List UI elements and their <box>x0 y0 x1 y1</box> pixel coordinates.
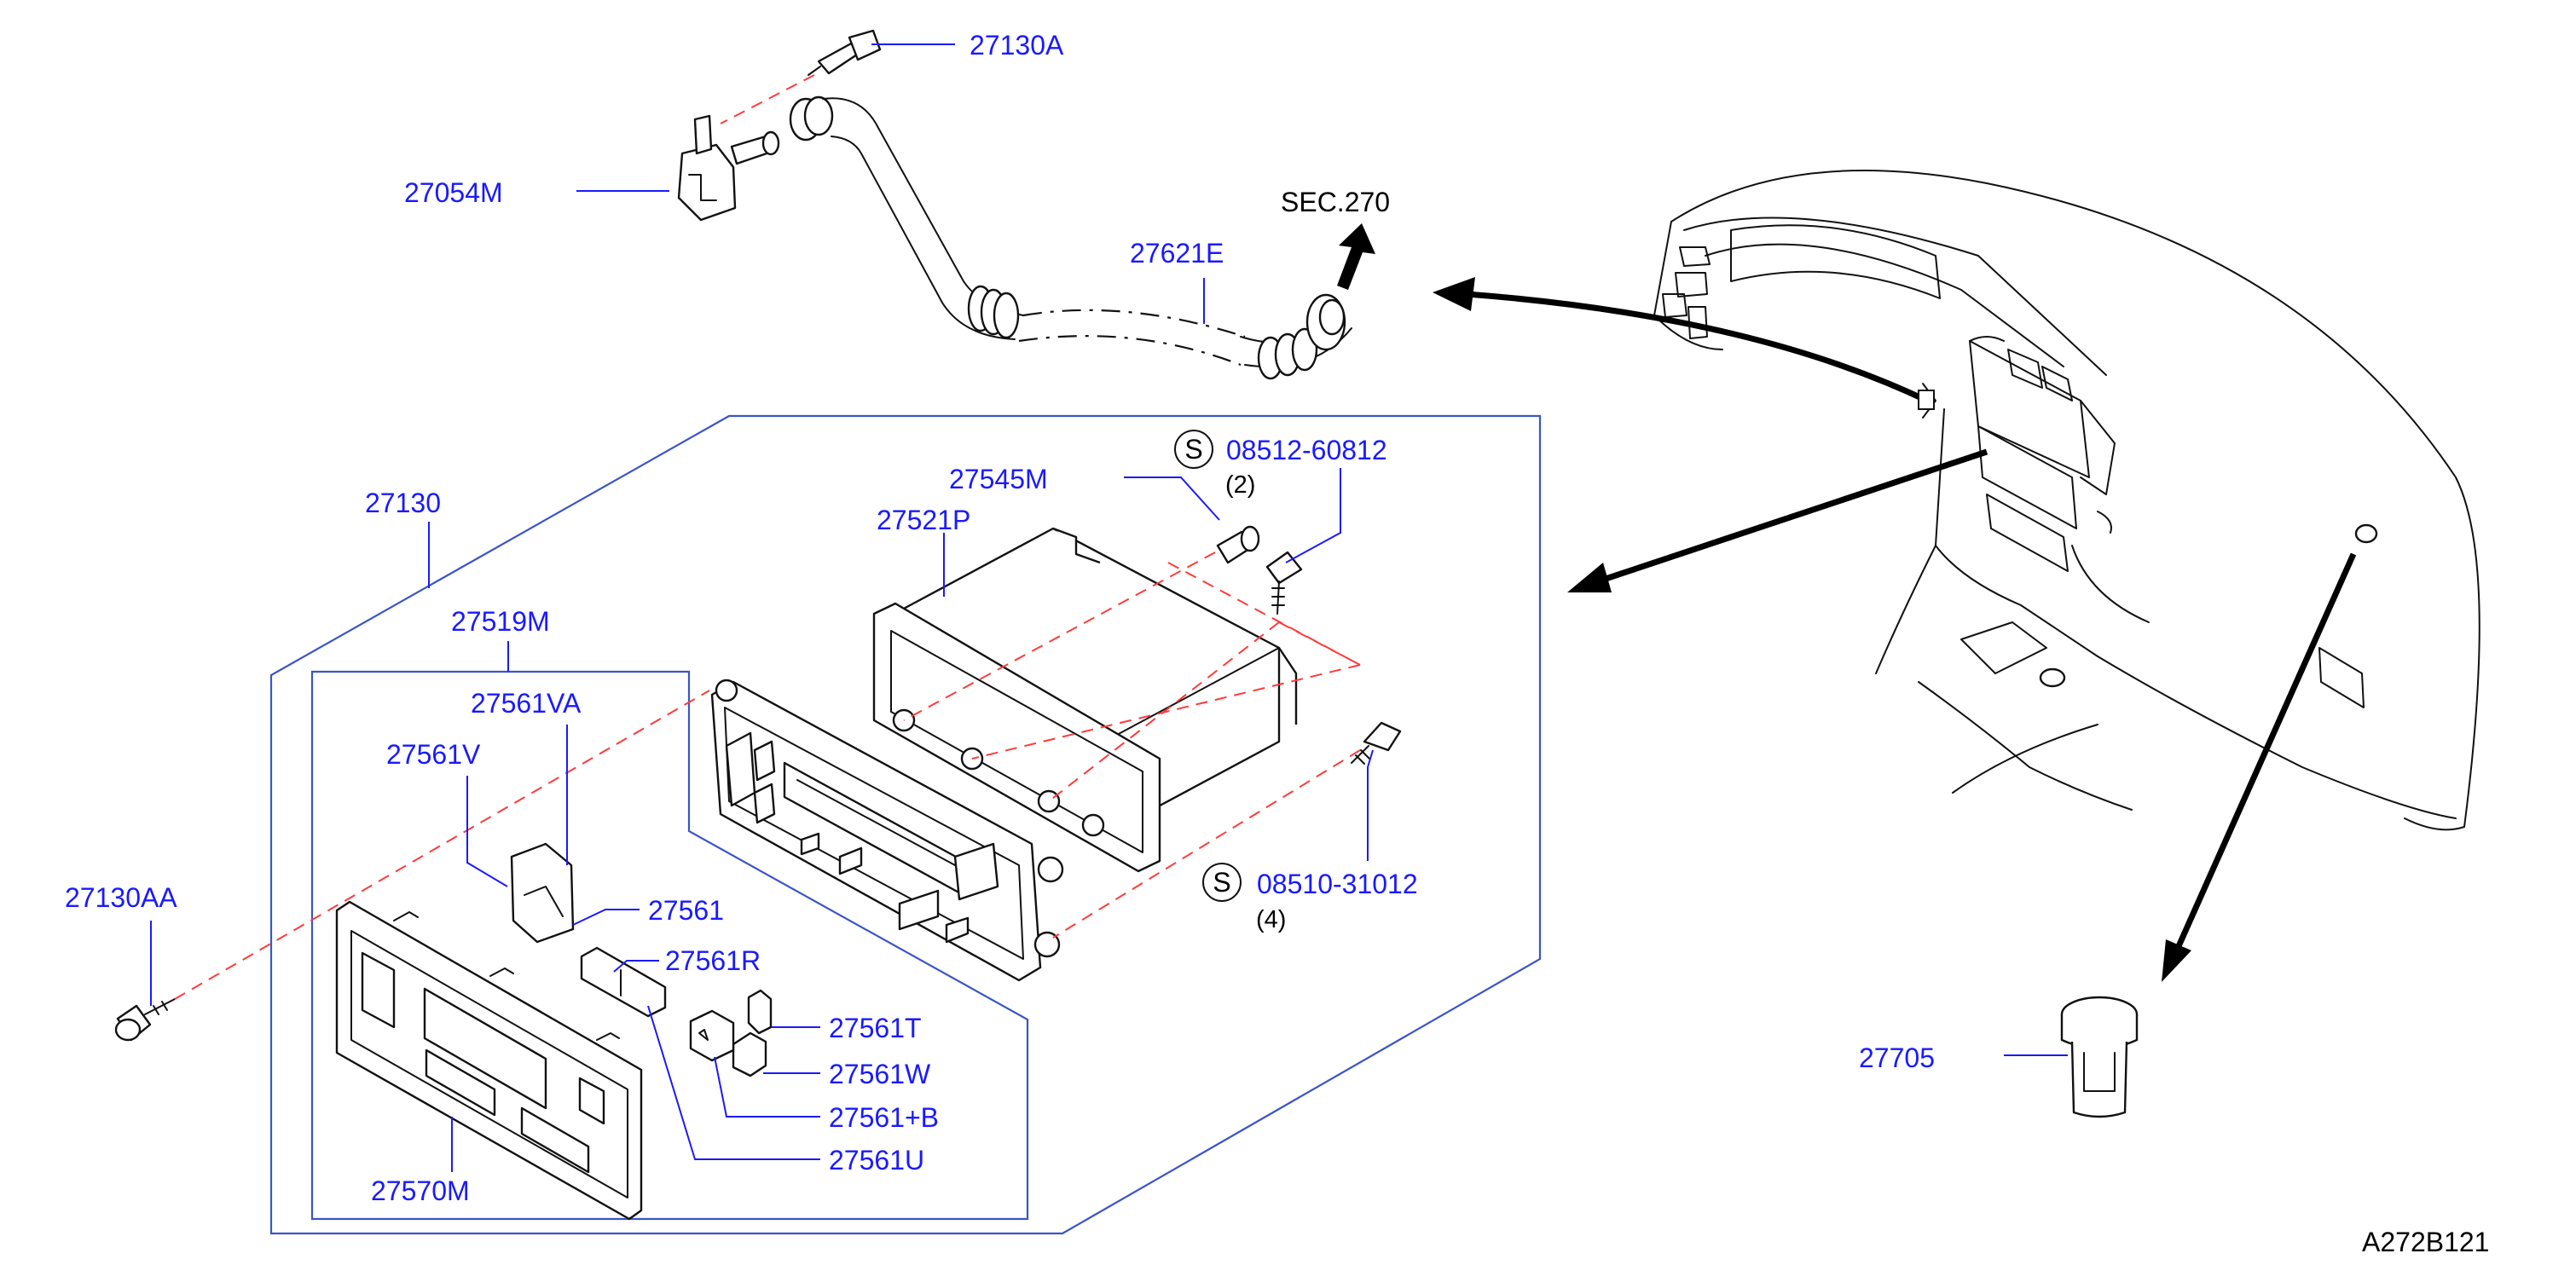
dash-guide-4 <box>1048 621 1280 802</box>
grommet-27705-drawing <box>2060 996 2139 1118</box>
button-27561B-drawing <box>689 1009 735 1062</box>
label-27130AA[interactable]: 27130AA <box>65 882 177 913</box>
leader-27561U <box>647 1005 820 1160</box>
symbol-s-1: S <box>1184 434 1202 465</box>
leader-08512 <box>1285 468 1341 563</box>
dash-guide-2 <box>1167 562 1361 666</box>
housing-27521P-drawing <box>872 527 1298 873</box>
dash-guide-3 <box>971 664 1361 760</box>
dash-guide-1 <box>903 552 1216 721</box>
dash-guide-7 <box>174 690 710 1000</box>
leader-27561R <box>613 960 659 973</box>
sensor-27054M-drawing <box>677 114 780 222</box>
label-27130A[interactable]: 27130A <box>970 30 1064 61</box>
label-08512-60812[interactable]: 08512-60812 <box>1226 435 1387 465</box>
assembly-27130-outline <box>269 414 1542 1235</box>
screw-08512-drawing <box>1265 551 1303 615</box>
controller-27519M-drawing <box>710 679 1064 982</box>
label-27621E[interactable]: 27621E <box>1130 238 1224 269</box>
dash-guide-5 <box>1278 621 1361 666</box>
dashboard-overview-drawing <box>1653 170 2480 831</box>
label-27545M[interactable]: 27545M <box>949 464 1048 494</box>
label-27521P[interactable]: 27521P <box>877 505 970 535</box>
screw-08510-drawing <box>1351 721 1402 765</box>
diagram-code: A272B121 <box>2362 1227 2489 1257</box>
leader-27545M <box>1124 477 1220 521</box>
label-27130[interactable]: 27130 <box>365 488 441 518</box>
symbol-s-2: S <box>1213 867 1230 898</box>
label-27570M[interactable]: 27570M <box>371 1175 470 1206</box>
bezel-27570M-drawing <box>335 900 643 1221</box>
label-27561T[interactable]: 27561T <box>829 1013 922 1043</box>
qty-08510: (4) <box>1256 906 1286 933</box>
label-08510-31012[interactable]: 08510-31012 <box>1257 869 1418 899</box>
label-27561R[interactable]: 27561R <box>665 945 761 976</box>
symbol-s-circle-1 <box>1174 430 1213 469</box>
symbol-s-circle-2 <box>1202 863 1242 902</box>
hose-27621E-drawing <box>789 95 1352 380</box>
label-27705[interactable]: 27705 <box>1859 1043 1935 1073</box>
label-27561V[interactable]: 27561V <box>386 739 481 770</box>
label-27054M[interactable]: 27054M <box>404 177 503 208</box>
label-27561VA[interactable]: 27561VA <box>471 688 582 719</box>
screw-27545M-drawing <box>1216 525 1260 564</box>
subassembly-27519M-outline <box>310 670 1029 1221</box>
label-sec270[interactable]: SEC.270 <box>1281 187 1390 217</box>
screw-27130A-drawing <box>808 29 882 76</box>
label-27561[interactable]: 27561 <box>648 895 724 926</box>
qty-08512: (2) <box>1225 471 1255 499</box>
button-27561T-drawing <box>747 989 773 1035</box>
leader-27561B <box>714 1056 820 1118</box>
knob-27561V-drawing <box>510 842 575 944</box>
label-27561W[interactable]: 27561W <box>829 1059 931 1089</box>
sec270-arrow <box>1337 223 1375 290</box>
dashboard-pointer-arrows <box>1433 277 2357 982</box>
leader-27561V <box>466 776 508 887</box>
screw-27130AA-drawing <box>114 998 176 1042</box>
dash-line-27130A <box>720 74 815 124</box>
label-27561U[interactable]: 27561U <box>829 1145 924 1175</box>
dash-guide-6 <box>1052 749 1361 939</box>
button-27561R-drawing <box>580 946 667 1018</box>
leader-08510 <box>1367 749 1374 861</box>
label-27519M[interactable]: 27519M <box>451 606 550 637</box>
label-27561B[interactable]: 27561+B <box>829 1102 939 1133</box>
leader-27561 <box>572 909 640 926</box>
button-27561W-drawing <box>732 1031 767 1077</box>
